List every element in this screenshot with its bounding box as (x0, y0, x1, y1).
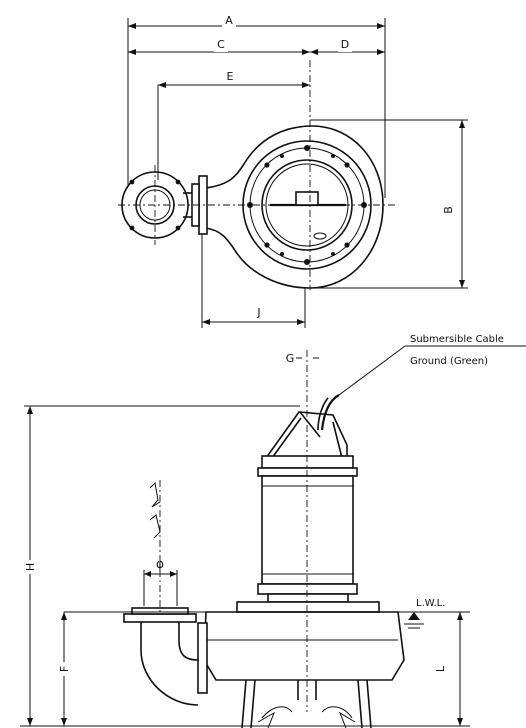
callout-ground: Ground (Green) (410, 356, 488, 367)
dim-label-l: L (434, 665, 447, 672)
dim-label-j: J (256, 306, 260, 319)
dim-c-d: C D (128, 38, 385, 55)
dim-label-e: E (227, 70, 234, 83)
lifting-handle (265, 411, 348, 459)
volute-casing (204, 125, 384, 289)
dim-label-d: D (341, 38, 349, 51)
dim-e: E (158, 70, 310, 88)
submersible-cable (320, 394, 340, 431)
dim-label-b: B (442, 206, 455, 214)
pump-casing (203, 611, 405, 681)
dim-g: G (286, 352, 319, 365)
motor-body (261, 475, 354, 585)
dim-j: J (202, 306, 305, 325)
dim-label-a: A (225, 14, 233, 27)
dim-phi: φ (143, 557, 178, 606)
dim-label-g: G (286, 352, 295, 365)
dim-l: L (432, 612, 463, 726)
flange-bolts (247, 145, 367, 265)
dim-label-f: F (58, 666, 71, 672)
dim-label-h: H (24, 563, 37, 571)
dim-label-phi: φ (156, 557, 164, 571)
plan-view: A C D E B (118, 14, 468, 328)
elevation-view: G Submersible Cable Ground (Green) (20, 334, 526, 728)
dim-f: F (56, 612, 72, 726)
discharge-elbow (140, 620, 199, 706)
dim-h: H (22, 405, 300, 726)
dim-b: B (442, 120, 465, 288)
pump-stand (241, 679, 372, 728)
dim-label-c: C (217, 38, 225, 51)
callout-lwl: L.W.L. (416, 598, 445, 609)
callout-submersible-cable: Submersible Cable (410, 334, 504, 345)
dim-a: A (128, 14, 385, 29)
